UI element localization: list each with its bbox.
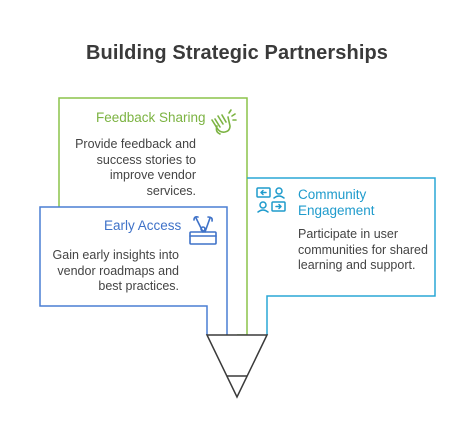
early-access-title: Early Access — [104, 218, 182, 233]
community-chat-icon — [254, 186, 288, 218]
early-access-body: Gain early insights into vendor roadmaps… — [52, 248, 179, 293]
early-access-card-border — [39, 206, 228, 335]
clapping-hands-icon — [206, 106, 238, 138]
feedback-body: Provide feedback and success stories to … — [75, 137, 196, 198]
community-card-border — [247, 177, 436, 335]
page-title: Building Strategic Partnerships — [85, 42, 389, 64]
feedback-title: Feedback Sharing — [96, 110, 206, 125]
community-title-line1: Community — [298, 187, 367, 202]
funnel-shape — [205, 334, 269, 399]
tools-box-icon — [186, 214, 220, 248]
community-title-line2: Engagement — [298, 203, 375, 218]
community-body: Participate in user communities for shar… — [298, 227, 428, 272]
